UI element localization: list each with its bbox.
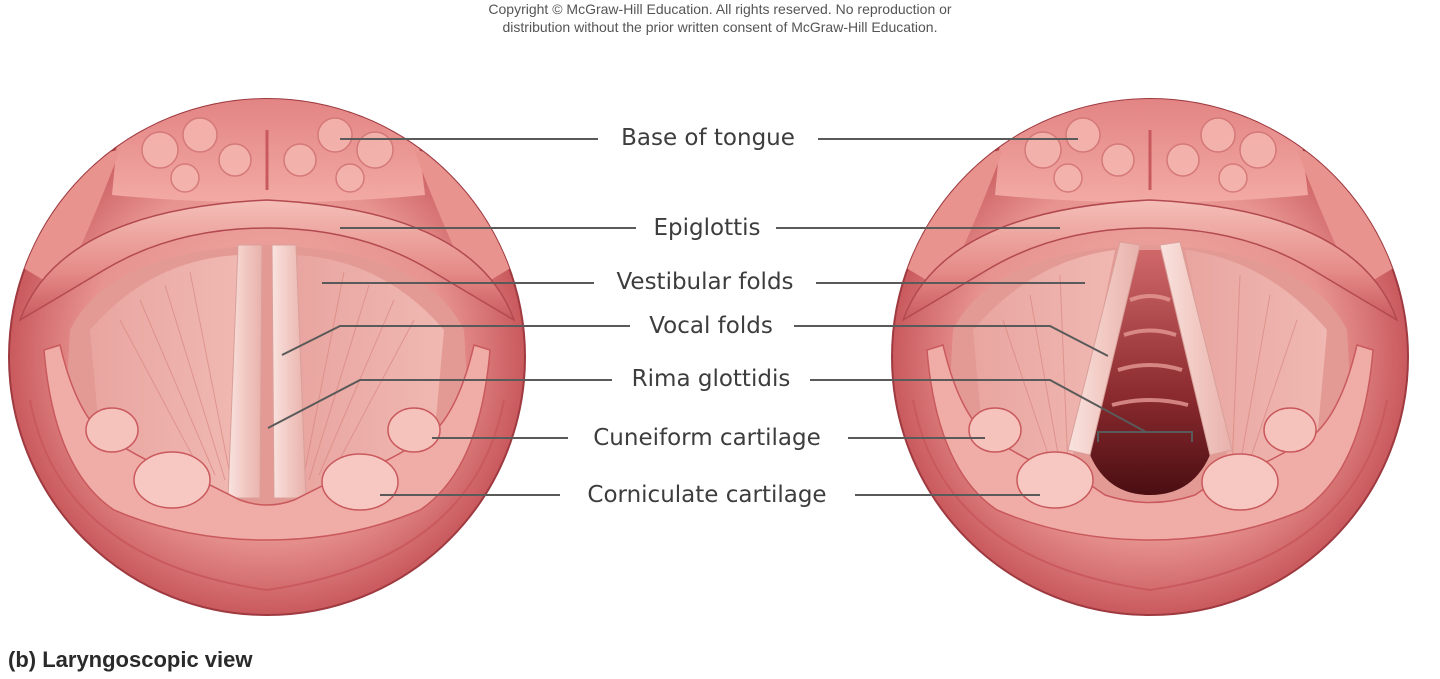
copyright-line-2: distribution without the prior written c… (502, 19, 938, 35)
label-corniculate-cartilage: Corniculate cartilage (581, 481, 833, 509)
copyright-notice: Copyright © McGraw-Hill Education. All r… (0, 0, 1440, 36)
left-larynx-closed (8, 98, 526, 616)
copyright-line-1: Copyright © McGraw-Hill Education. All r… (488, 1, 952, 17)
leader-lines-left (267, 138, 636, 496)
figure-caption: (b) Laryngoscopic view (8, 647, 253, 672)
leader-lines-right (776, 138, 1193, 496)
label-rima-glottidis: Rima glottidis (625, 365, 797, 393)
label-epiglottis: Epiglottis (647, 214, 767, 242)
label-vocal-folds: Vocal folds (643, 312, 779, 340)
right-larynx-open (891, 98, 1409, 616)
label-base-of-tongue: Base of tongue (615, 124, 801, 152)
label-vestibular-folds: Vestibular folds (610, 268, 800, 296)
label-cuneiform-cartilage: Cuneiform cartilage (587, 424, 827, 452)
